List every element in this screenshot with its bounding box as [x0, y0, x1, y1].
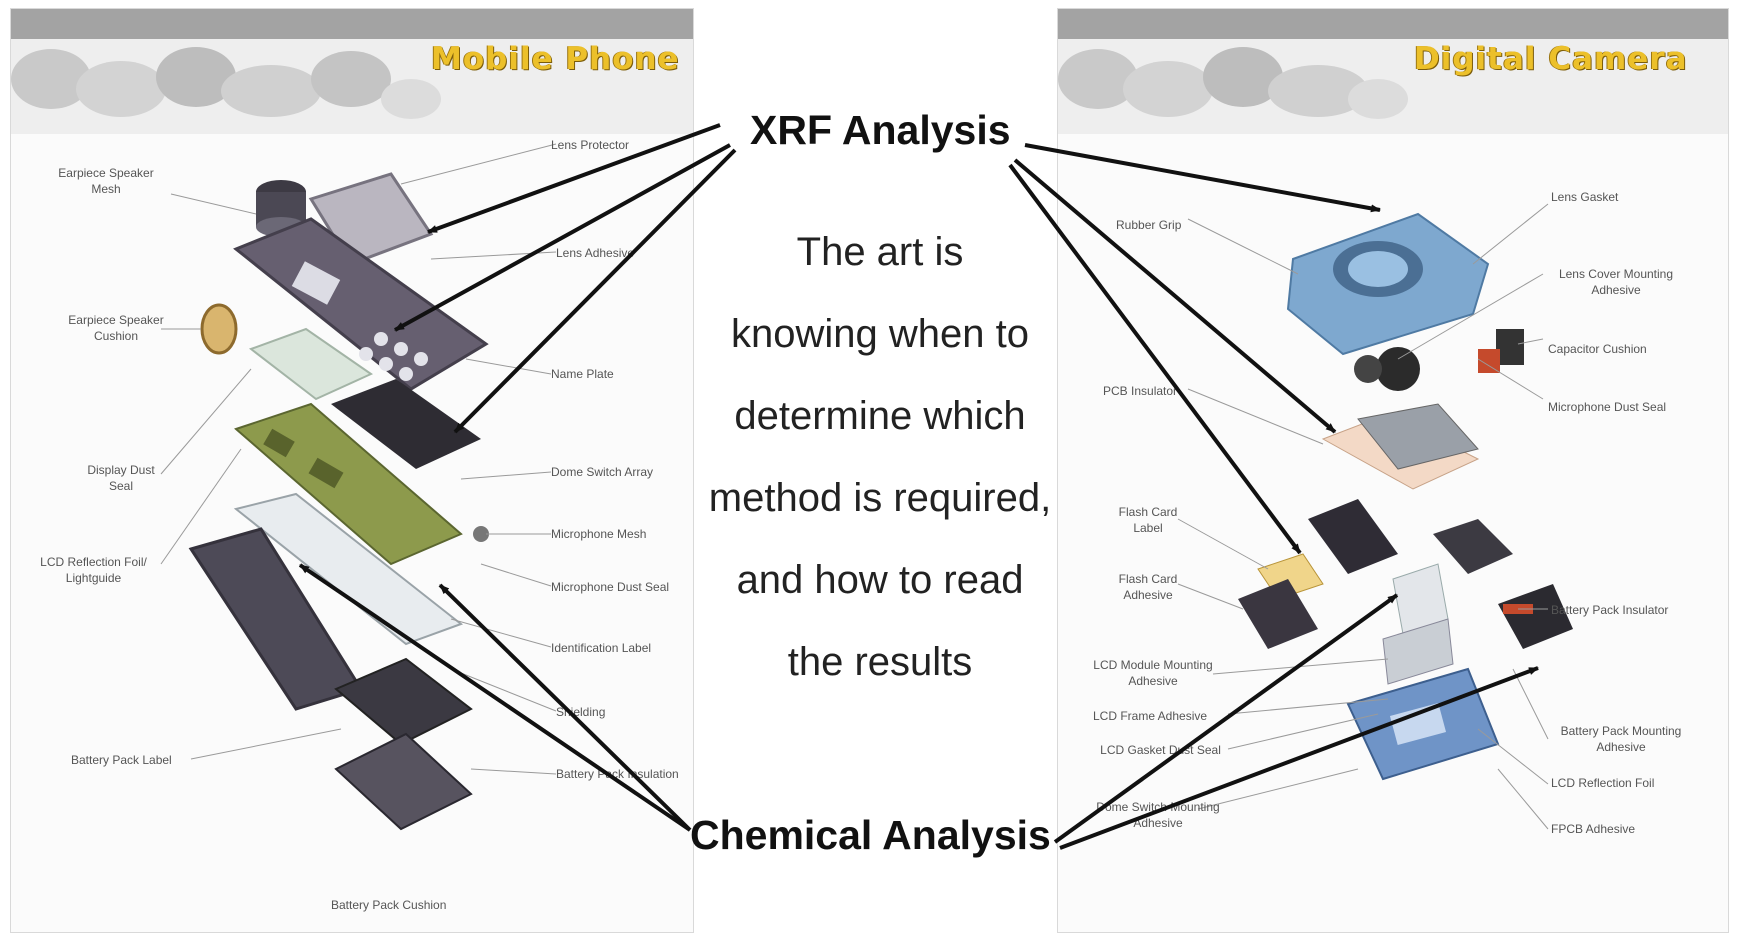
- label-name-plate: Name Plate: [551, 367, 614, 381]
- label-lcd-module-mounting-adhesive: LCD Module Mounting Adhesive: [1093, 658, 1213, 688]
- chemical-arrow-board: [438, 583, 692, 832]
- xrf-arrow-pcb-insulator: [1013, 158, 1337, 434]
- label-lens-adhesive: Lens Adhesive: [556, 246, 635, 260]
- xrf-arrow-lens-protector: [427, 123, 721, 234]
- label-identification-label: Identification Label: [551, 641, 652, 655]
- label-earpiece-speaker-mesh: Earpiece Speaker Mesh: [58, 166, 154, 196]
- label-lcd-reflection-foil: LCD Reflection Foil: [1551, 776, 1655, 790]
- panel-title: Mobile Phone: [431, 41, 680, 77]
- label-pcb-insulator: PCB Insulator: [1103, 384, 1178, 398]
- mobile-phone-exploded-view: [160, 143, 557, 831]
- label-lcd-reflection-foil-lightguide: LCD Reflection Foil/ Lightguide: [40, 555, 147, 585]
- label-lcd-gasket-dust-seal: LCD Gasket Dust Seal: [1100, 743, 1221, 757]
- label-battery-pack-insulation: Battery Pack Insulation: [556, 767, 679, 781]
- quote-line: The art is: [796, 230, 964, 274]
- chemical-arrow-battery: [1059, 666, 1539, 850]
- quote-line: method is required,: [708, 476, 1052, 520]
- label-battery-pack-label: Battery Pack Label: [71, 753, 172, 767]
- label-display-dust-seal: Display Dust Seal: [87, 463, 155, 493]
- panel-header-bar: [1058, 9, 1728, 39]
- label-battery-pack-insulator: Battery Pack Insulator: [1551, 603, 1669, 617]
- label-lens-cover-mounting-adhesive: Lens Cover Mounting Adhesive: [1558, 267, 1674, 297]
- mobile-phone-panel: Mobile Phone: [10, 8, 694, 933]
- quote-line: and how to read: [736, 558, 1024, 602]
- center-quote: The art is knowing when to determine whi…: [700, 222, 1060, 714]
- label-fpcb-adhesive: FPCB Adhesive: [1551, 822, 1636, 836]
- quote-line: the results: [787, 640, 973, 684]
- label-microphone-dust-seal: Microphone Dust Seal: [1548, 400, 1667, 414]
- label-rubber-grip: Rubber Grip: [1116, 218, 1182, 232]
- decorative-banner: [1058, 39, 1728, 134]
- chemical-arrow-lcd-module: [1053, 593, 1399, 844]
- label-battery-pack-cushion: Battery Pack Cushion: [331, 898, 447, 912]
- label-microphone-mesh: Microphone Mesh: [551, 527, 647, 541]
- quote-line: determine which: [734, 394, 1026, 438]
- xrf-analysis-callout: XRF Analysis: [750, 107, 1011, 153]
- label-flash-card-label: Flash Card Label: [1118, 505, 1178, 535]
- banner-collage-image: [1058, 47, 1408, 119]
- label-lens-gasket: Lens Gasket: [1551, 190, 1619, 204]
- banner-collage-image: [11, 47, 441, 119]
- label-dome-switch-mounting-adhesive: Dome Switch Mounting Adhesive: [1096, 800, 1220, 830]
- decorative-banner: [11, 39, 693, 134]
- label-dome-switch-array: Dome Switch Array: [551, 465, 654, 479]
- label-flash-card-adhesive: Flash Card Adhesive: [1118, 572, 1178, 602]
- label-battery-pack-mounting-adhesive: Battery Pack Mounting Adhesive: [1560, 724, 1682, 754]
- quote-line: knowing when to: [731, 312, 1029, 356]
- chemical-analysis-callout: Chemical Analysis: [690, 812, 1051, 858]
- panel-title: Digital Camera: [1414, 41, 1688, 77]
- xrf-arrow-name-plate: [394, 143, 731, 332]
- digital-camera-exploded-view: [1177, 203, 1573, 830]
- label-lens-protector: Lens Protector: [551, 138, 630, 152]
- label-capacitor-cushion: Capacitor Cushion: [1548, 342, 1647, 356]
- xrf-arrow-flash-card: [1008, 163, 1302, 555]
- xrf-arrow-dome-switch: [453, 148, 737, 434]
- label-earpiece-speaker-cushion: Earpiece Speaker Cushion: [68, 313, 164, 343]
- xrf-arrow-lens-gasket: [1024, 143, 1381, 213]
- panel-header-bar: [11, 9, 693, 39]
- label-microphone-dust-seal: Microphone Dust Seal: [551, 580, 670, 594]
- chemical-arrow-display-seal: [298, 563, 692, 832]
- label-lcd-frame-adhesive: LCD Frame Adhesive: [1093, 709, 1208, 723]
- digital-camera-panel: Digital Camera: [1057, 8, 1729, 933]
